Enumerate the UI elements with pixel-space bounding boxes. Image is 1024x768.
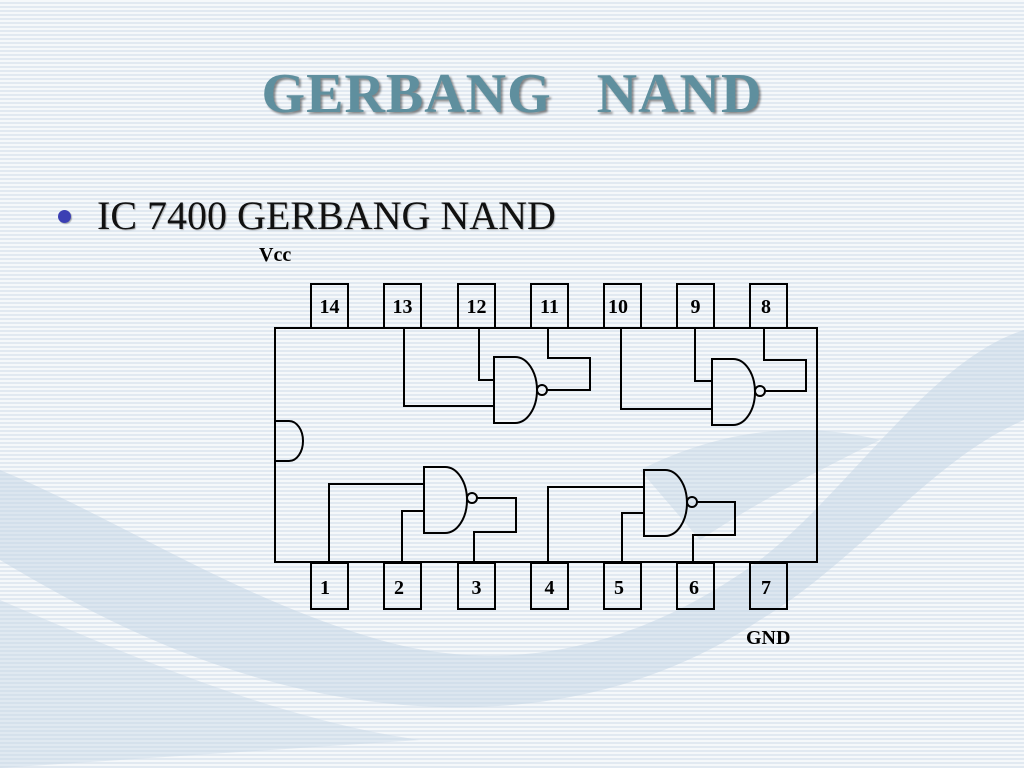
pin-9-label: 9 [691, 296, 701, 318]
pin-6-label: 6 [689, 577, 699, 599]
pin-3-label: 3 [472, 577, 482, 599]
bullet-dot-icon [58, 209, 71, 223]
pin-7-label: 7 [761, 577, 771, 599]
pin-14-label: 14 [320, 296, 340, 318]
gnd-label: GND [746, 627, 790, 649]
pin-1-label: 1 [320, 577, 330, 599]
pin-2-label: 2 [394, 577, 404, 599]
pin-4-label: 4 [545, 577, 555, 599]
pin-8-label: 8 [761, 296, 771, 318]
pin-12-label: 12 [467, 296, 487, 318]
pin-10-label: 10 [608, 296, 628, 318]
bullet-item: IC 7400 GERBANG NAND [58, 190, 556, 240]
pin-11-label: 11 [540, 296, 559, 318]
vcc-label: Vcc [259, 244, 291, 266]
ic-circuit-lines [274, 283, 818, 610]
pin-5-label: 5 [614, 577, 624, 599]
slide-title: GERBANG NAND [261, 63, 763, 125]
pin-13-label: 13 [393, 296, 413, 318]
bullet-text: IC 7400 GERBANG NAND [97, 192, 556, 238]
